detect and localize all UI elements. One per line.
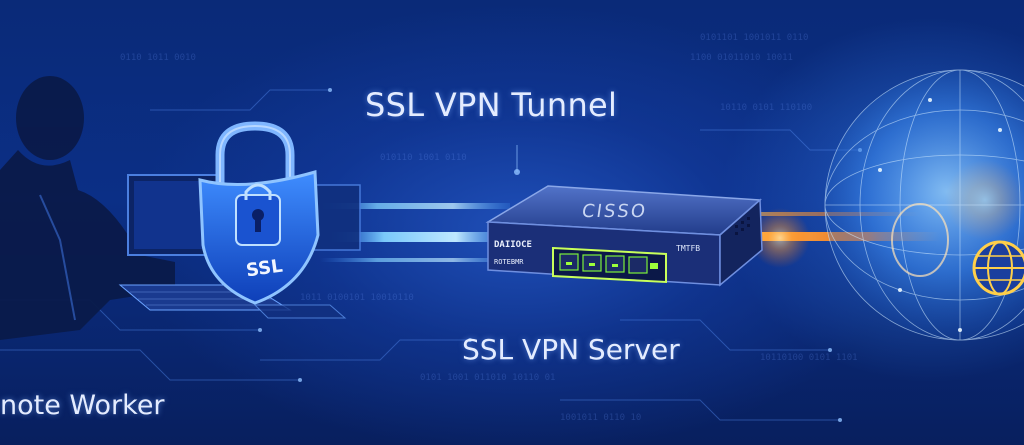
svg-text:1001011 0110 10: 1001011 0110 10	[560, 413, 641, 423]
svg-text:10110 0101 110100: 10110 0101 110100	[720, 103, 812, 113]
svg-text:0101 1001 011010 10110 01: 0101 1001 011010 10110 01	[420, 373, 555, 383]
svg-text:1011 0100101 10010110: 1011 0100101 10010110	[300, 293, 414, 303]
router-model-label: DAIIOCE	[494, 240, 532, 250]
svg-text:1100 01011010 10011: 1100 01011010 10011	[690, 53, 793, 63]
worker-label: note Worker	[0, 390, 165, 421]
svg-text:0110 1011 0010: 0110 1011 0010	[120, 53, 196, 63]
svg-text:010110 1001 0110: 010110 1001 0110	[380, 153, 467, 163]
svg-text:0101101 1001011 0110: 0101101 1001011 0110	[700, 33, 808, 43]
router-submodel-label: ROTEBMR	[494, 258, 524, 266]
router-side-label: TMTFB	[676, 244, 701, 253]
router-brand-label: CISSO	[580, 201, 649, 222]
svg-text:10110100 0101 1101: 10110100 0101 1101	[760, 353, 858, 363]
server-label: SSL VPN Server	[462, 333, 680, 366]
tunnel-label: SSL VPN Tunnel	[365, 86, 618, 124]
